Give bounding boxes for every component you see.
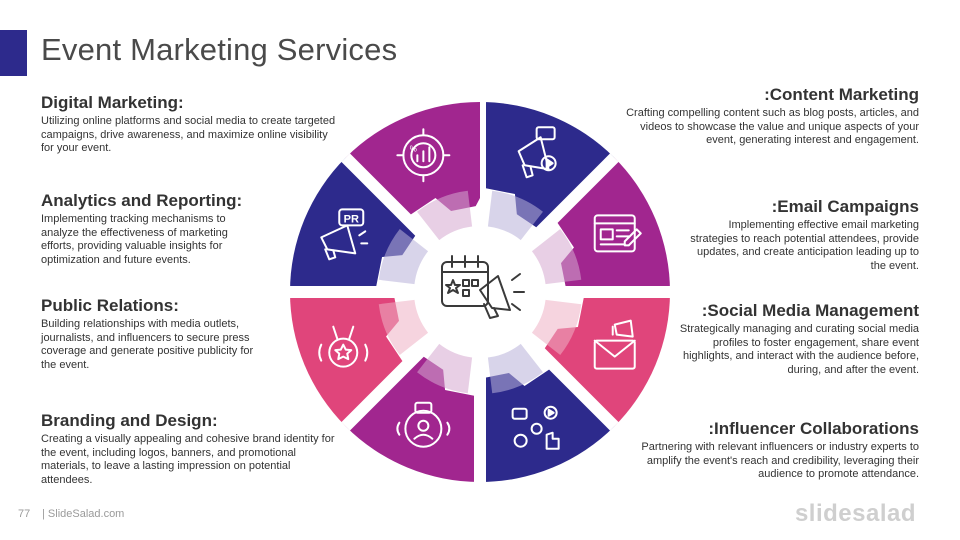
page-number: 77 [18, 508, 31, 520]
percent-label: % [410, 144, 417, 153]
web-content-icon [593, 214, 642, 253]
digital-marketing-block: Digital Marketing: Utilizing online plat… [41, 93, 341, 156]
segment-icons: PR% [318, 126, 642, 450]
email-campaigns-block: :Email Campaigns Implementing effective … [684, 197, 919, 273]
email-campaigns-heading: :Email Campaigns [771, 197, 919, 216]
social-media-icon [511, 405, 560, 450]
analytics-reporting-block: Analytics and Reporting: Implementing tr… [41, 191, 256, 267]
gear-tooth-tint [417, 343, 473, 394]
branding-design-block: Branding and Design: Creating a visually… [41, 411, 341, 487]
gear-tooth-tint [378, 229, 429, 285]
megaphone-play-icon [517, 126, 557, 179]
influencer-block: :Influencer Collaborations Partnering wi… [609, 419, 919, 482]
branding-design-heading: Branding and Design: [41, 411, 218, 430]
brand-logo: slidesalad [794, 500, 916, 527]
analytics-reporting-text: Implementing tracking mechanisms to anal… [41, 213, 228, 266]
email-icon [593, 319, 636, 370]
content-marketing-block: :Content Marketing Crafting compelling c… [619, 85, 919, 148]
branding-design-text: Creating a visually appealing and cohesi… [41, 433, 335, 486]
gear-tooth-tint [531, 229, 582, 285]
social-media-block: :Social Media Management Strategically m… [679, 301, 919, 377]
content-marketing-heading: :Content Marketing [764, 85, 919, 104]
email-campaigns-text: Implementing effective email marketing s… [690, 219, 919, 272]
title-accent-bar [0, 30, 27, 76]
footer-source: | SlideSalad.com [42, 508, 125, 520]
gear-tooth-tint [378, 299, 429, 355]
influencer-text: Partnering with relevant influencers or … [641, 441, 919, 481]
calendar-megaphone-icon [441, 255, 525, 319]
page-title: Event Marketing Services [41, 32, 398, 67]
social-media-text: Strategically managing and curating soci… [679, 323, 919, 376]
center-hub [418, 230, 542, 354]
award-badge-icon [318, 325, 369, 368]
pr-label: PR [344, 213, 359, 225]
social-media-heading: :Social Media Management [701, 301, 919, 320]
public-relations-block: Public Relations: Building relationships… [41, 296, 271, 372]
content-marketing-text: Crafting compelling content such as blog… [626, 107, 919, 147]
influencer-heading: :Influencer Collaborations [708, 419, 919, 438]
public-relations-text: Building relationships with media outlet… [41, 318, 254, 371]
influencer-icon [396, 401, 451, 448]
services-wheel-diagram: PR% [290, 102, 670, 482]
digital-marketing-text: Utilizing online platforms and social me… [41, 115, 336, 155]
analytics-icon: % [396, 128, 451, 183]
gear-tooth-tint [487, 343, 543, 394]
gear-tooth-tint [487, 190, 543, 241]
pr-megaphone-icon: PR [320, 208, 369, 261]
gear-tooth-tint [531, 299, 582, 355]
digital-marketing-heading: Digital Marketing: [41, 93, 184, 112]
public-relations-heading: Public Relations: [41, 296, 179, 315]
gear-tooth-tint [417, 190, 473, 241]
analytics-reporting-heading: Analytics and Reporting: [41, 191, 243, 210]
